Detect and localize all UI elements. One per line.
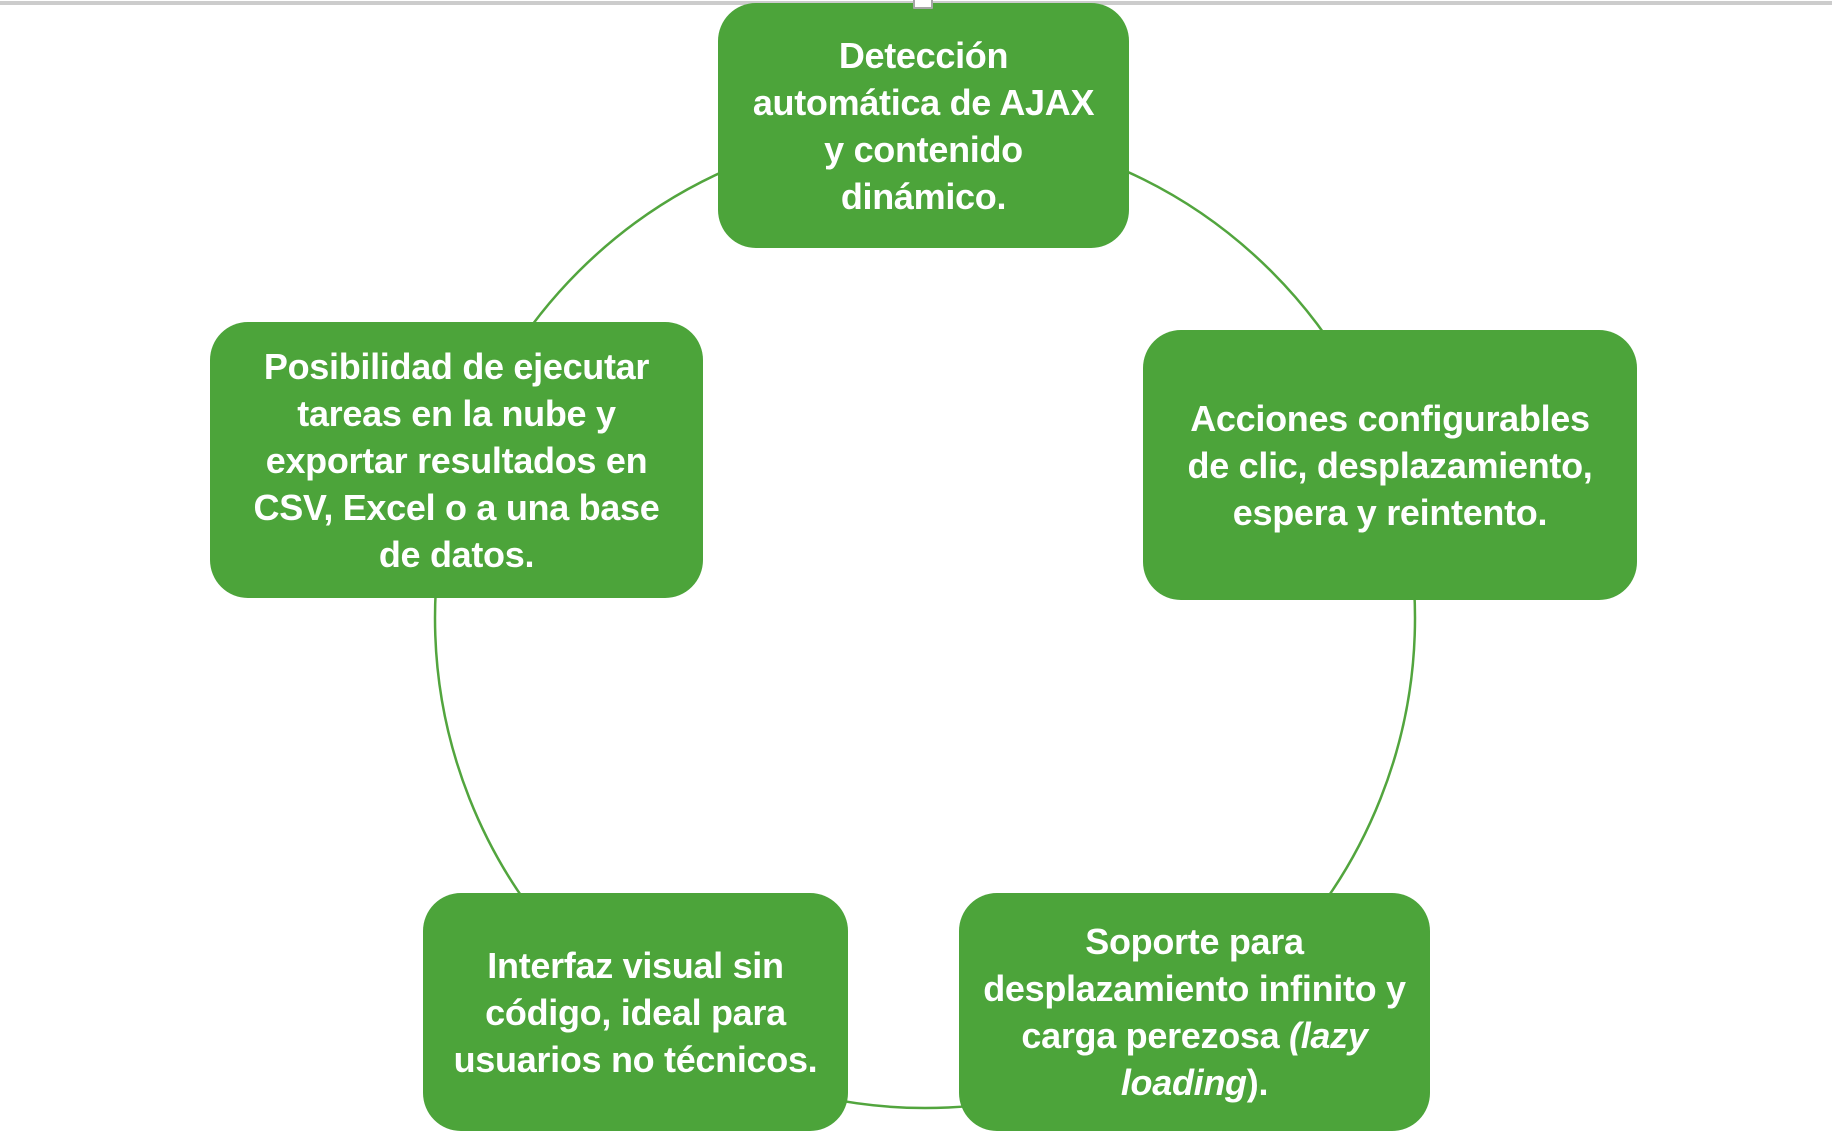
node-text-line: loading). (1120, 1059, 1269, 1106)
node-text-line: carga perezosa (lazy (1021, 1012, 1368, 1059)
node-text-line: usuarios no técnicos. (453, 1038, 818, 1080)
node-text-line: código, ideal para (485, 991, 786, 1033)
cycle-node-top[interactable]: Detección automática de AJAX y contenido… (718, 3, 1129, 248)
node-text-line: de datos. (378, 533, 535, 575)
node-text-line: Interfaz visual sin (487, 944, 784, 986)
node-text-line: CSV, Excel o a una base (253, 486, 660, 528)
node-text-regular: ). (1246, 1062, 1269, 1103)
node-text-line: espera y reintento. (1232, 491, 1548, 533)
node-text-line: Soporte para (1085, 921, 1304, 962)
cycle-node-right[interactable]: Acciones configurables de clic, desplaza… (1143, 330, 1637, 600)
node-text-line: exportar resultados en (265, 439, 648, 481)
node-text-line: tareas en la nube y (297, 392, 616, 434)
node-text-line: dinámico. (840, 175, 1007, 217)
node-text-line: Posibilidad de ejecutar (263, 345, 650, 387)
node-text-line: automática de AJAX (752, 81, 1095, 123)
node-text-italic: loading (1120, 1062, 1247, 1103)
node-text-italic: (lazy (1289, 1015, 1368, 1056)
node-text-line: desplazamiento infinito y (983, 968, 1406, 1009)
node-text-line: y contenido (824, 128, 1023, 170)
node-text-regular: carga perezosa (1021, 1015, 1290, 1056)
node-text-line: de clic, desplazamiento, (1187, 444, 1593, 486)
cycle-node-bottom-right[interactable]: Soporte para desplazamiento infinito y c… (959, 893, 1430, 1131)
selection-handle-top[interactable] (913, 0, 933, 9)
cycle-node-bottom-left[interactable]: Interfaz visual sin código, ideal para u… (423, 893, 848, 1131)
node-text-line: Detección (838, 34, 1009, 76)
node-text-line: Acciones configurables (1190, 397, 1590, 439)
cycle-node-left[interactable]: Posibilidad de ejecutar tareas en la nub… (210, 322, 703, 598)
